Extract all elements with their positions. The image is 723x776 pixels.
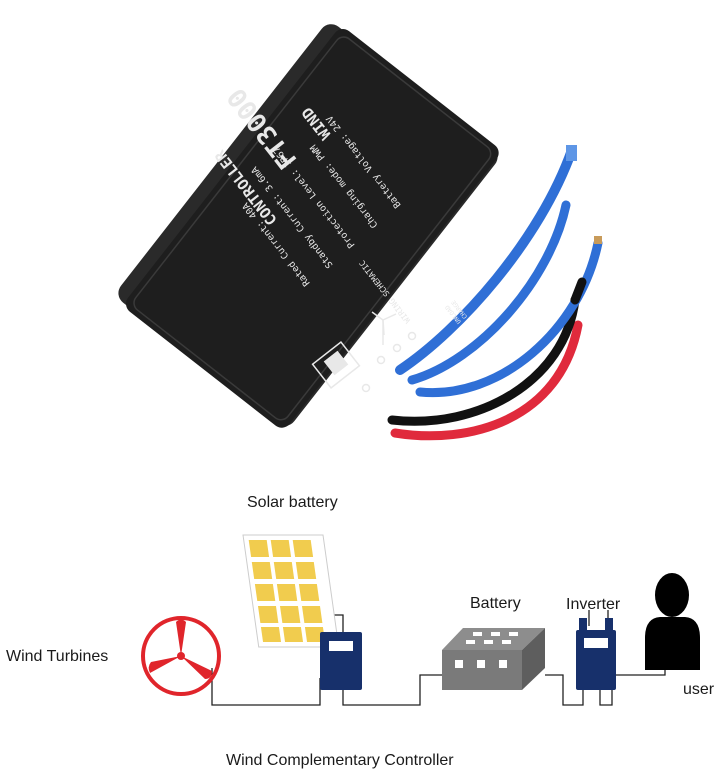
- user-icon: [645, 573, 700, 670]
- user-label: user: [683, 681, 715, 698]
- battery-label: Battery: [470, 595, 521, 612]
- controller-body: [118, 24, 499, 428]
- wiring-diagram: [141, 534, 700, 706]
- wind-turbine-icon: [141, 616, 221, 696]
- diagram-wires: [211, 610, 666, 706]
- controller-photo: FT3000 WIND CONTROLLER Battery Voltage: …: [118, 24, 603, 441]
- battery-icon: [442, 628, 545, 690]
- inverter-label: Inverter: [566, 596, 621, 613]
- wires: [387, 145, 603, 441]
- wire-tip: [566, 145, 577, 161]
- wire-tip: [594, 236, 602, 244]
- wind-turbines-label: Wind Turbines: [6, 648, 109, 665]
- controller-label: Wind Complementary Controller: [226, 752, 454, 769]
- solar-label: Solar battery: [247, 494, 338, 511]
- device-schematic: [311, 311, 417, 393]
- inverter-icon: [576, 618, 616, 690]
- solar-panel-icon: [242, 534, 340, 648]
- controller-icon: [320, 632, 362, 690]
